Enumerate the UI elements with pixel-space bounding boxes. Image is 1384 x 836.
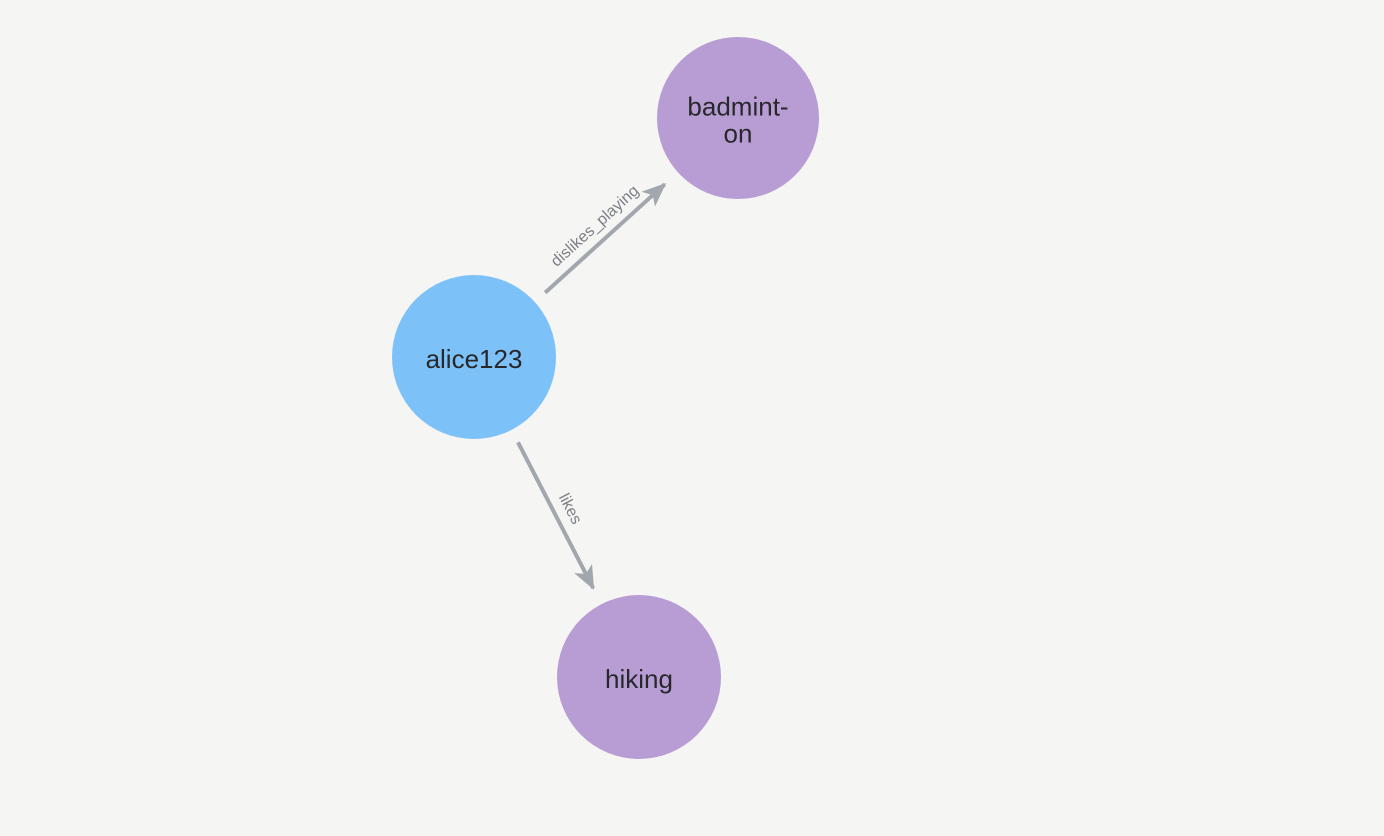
node-label: alice123 [426,344,523,374]
edge-dislikes_playing[interactable]: dislikes_playing [543,182,667,295]
edge-label: dislikes_playing [548,182,642,270]
node-circle [392,275,556,439]
node-circle [557,595,721,759]
node-alice123[interactable]: alice123 [392,275,556,439]
node-circle [657,37,819,199]
node-badminton[interactable]: badmint-on [657,37,819,199]
node-label: badmint-on [687,92,788,149]
edge-line [543,182,667,295]
edge-line [516,441,595,590]
edge-likes[interactable]: likes [516,441,595,590]
node-label: hiking [605,664,673,694]
node-hiking[interactable]: hiking [557,595,721,759]
